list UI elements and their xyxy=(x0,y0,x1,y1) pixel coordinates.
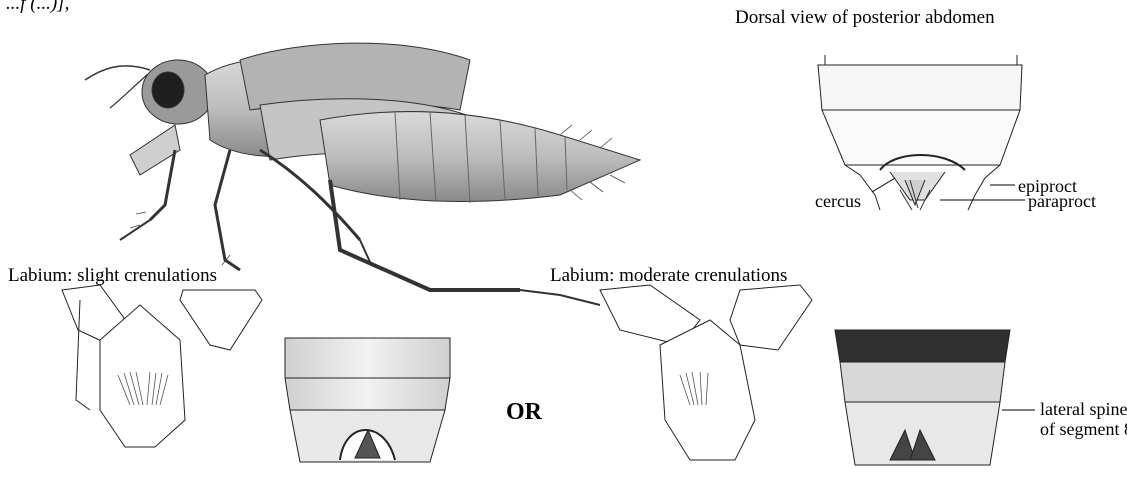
segment-8-label: of segment 8 xyxy=(1040,420,1127,438)
labium-moderate-diagram xyxy=(600,285,812,460)
paraproct-label: paraproct xyxy=(1028,192,1096,210)
header-partial-text: ...f (...)], xyxy=(6,0,69,13)
labium-slight-diagram xyxy=(62,285,262,447)
labium-slight-caption: Labium: slight crenulations xyxy=(8,266,217,285)
abdomen-slight-diagram xyxy=(285,338,450,462)
lateral-spine-label: lateral spine xyxy=(1040,400,1127,418)
cercus-label: cercus xyxy=(815,192,861,210)
labium-moderate-caption: Labium: moderate crenulations xyxy=(550,266,787,285)
abdomen-moderate-diagram xyxy=(835,330,1035,465)
dorsal-view-title: Dorsal view of posterior abdomen xyxy=(735,8,995,27)
dorsal-abdomen-diagram xyxy=(818,55,1025,210)
or-separator: OR xyxy=(506,400,542,424)
